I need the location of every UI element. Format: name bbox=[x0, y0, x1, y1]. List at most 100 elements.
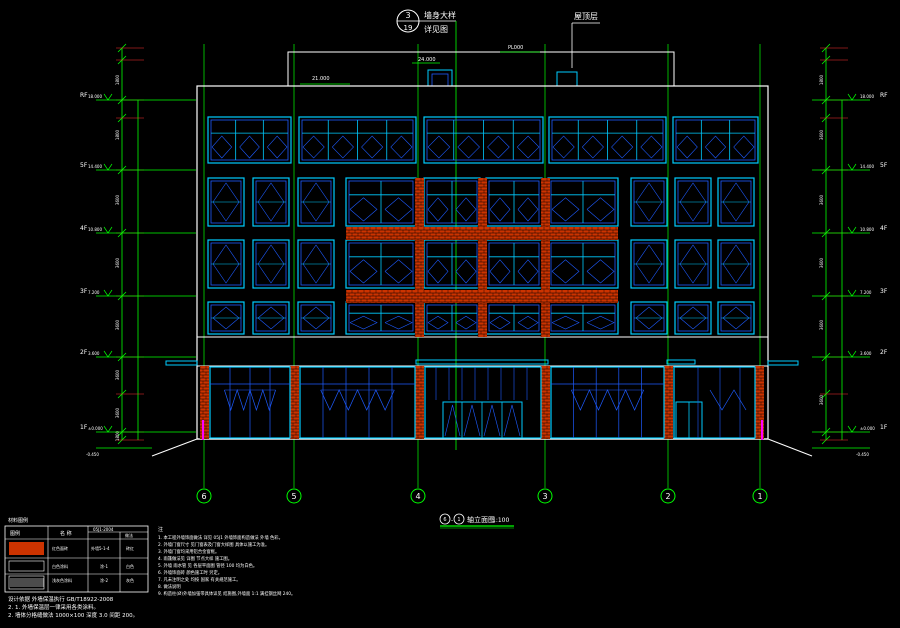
dim-value: 3600 bbox=[115, 407, 120, 418]
brick-band bbox=[414, 178, 424, 337]
title-axis-to: 1 bbox=[457, 517, 460, 523]
legend-swatch-white bbox=[8, 560, 45, 572]
rooftop: PL000 24.000 21.000 bbox=[287, 45, 675, 87]
window bbox=[485, 177, 543, 227]
ground-level: -0.450 bbox=[856, 452, 869, 457]
storefront bbox=[209, 366, 756, 439]
axis-label: 1 bbox=[757, 492, 762, 501]
dim-value: 3600 bbox=[115, 319, 120, 330]
window bbox=[548, 116, 667, 164]
level-name: 3F bbox=[880, 288, 888, 295]
window bbox=[423, 116, 544, 164]
main-entrance bbox=[424, 366, 542, 439]
window bbox=[674, 177, 712, 227]
level-value: 18.000 bbox=[860, 94, 874, 99]
dim-value: 3600 bbox=[115, 369, 120, 380]
bottom-note: 2. 1. 外墙保温层一律采用各类涂料。 bbox=[8, 603, 99, 611]
note-item: 1. 本工程外墙饰面做法 详见 05J1 外墙饰面构造做法 外墙 色彩。 bbox=[158, 534, 283, 541]
level-value: ±0.000 bbox=[860, 426, 875, 431]
legend-ref: 05J1-2004 bbox=[93, 527, 114, 532]
note-item: 5. 外墙 雨水管 见 各层平面图 管径 100 均为白色。 bbox=[158, 562, 257, 569]
callout-label-1: 墙身大样 bbox=[424, 10, 456, 20]
roof-top-level: 24.000 bbox=[418, 57, 436, 63]
window bbox=[345, 177, 417, 227]
level-name: 5F bbox=[880, 162, 888, 169]
window bbox=[630, 301, 668, 335]
drawing-title: 6 - 1 轴立面图 1:100 bbox=[439, 513, 514, 529]
legend-row2-code: 涂-1 bbox=[100, 563, 108, 569]
callout-index: 3 bbox=[405, 11, 410, 20]
window bbox=[297, 301, 335, 335]
window bbox=[630, 239, 668, 289]
legend-col-2: 名 称 bbox=[60, 530, 72, 537]
dim-value: 3600 bbox=[819, 319, 824, 330]
window bbox=[423, 301, 481, 335]
window bbox=[252, 177, 290, 227]
dim-value: 1800 bbox=[819, 74, 824, 85]
legend-row1-name: 红色面砖 bbox=[52, 545, 68, 551]
window bbox=[297, 177, 335, 227]
level-name: 4F bbox=[880, 225, 888, 232]
level-value: ±0.000 bbox=[88, 426, 103, 431]
legend-row3-code: 涂-2 bbox=[100, 577, 108, 583]
level-value: 3.600 bbox=[88, 351, 100, 356]
legend-header: 材料图例 bbox=[8, 517, 28, 524]
roof-callout: 屋顶层 bbox=[571, 12, 600, 68]
note-item: 7. 凡未注明之处 均按 国家 有关规范施工。 bbox=[158, 576, 241, 583]
legend-row2-note: 白色 bbox=[126, 563, 134, 569]
axis-label: 3 bbox=[542, 492, 547, 501]
dim-value: 1800 bbox=[115, 74, 120, 85]
window bbox=[547, 239, 619, 289]
note-item: 4. 雨篷做法见 详图 节点大样 施工图。 bbox=[158, 555, 232, 562]
storefront-bay bbox=[550, 366, 665, 439]
brick-band bbox=[477, 178, 487, 337]
notes: 注 1. 本工程外墙饰面做法 详见 05J1 外墙饰面构造做法 外墙 色彩。2.… bbox=[158, 526, 295, 597]
window bbox=[717, 301, 755, 335]
window bbox=[630, 177, 668, 227]
axis-bubble bbox=[537, 488, 553, 504]
dim-value: 3600 bbox=[115, 194, 120, 205]
legend-row1-code: 外墙5-1-4 bbox=[91, 545, 110, 551]
window bbox=[485, 301, 543, 335]
level-value: 14.400 bbox=[860, 164, 874, 169]
note-item: 2. 外墙门窗尺寸 见门窗表及门窗大样图 具体以施工为准。 bbox=[158, 541, 269, 548]
window bbox=[674, 239, 712, 289]
level-value: 10.800 bbox=[860, 227, 874, 232]
level-name: 2F bbox=[80, 349, 88, 356]
window bbox=[423, 177, 481, 227]
legend-swatch-hatch bbox=[8, 575, 45, 590]
storefront-bay bbox=[209, 366, 291, 439]
window bbox=[297, 239, 335, 289]
level-value: 18.000 bbox=[88, 94, 102, 99]
window bbox=[717, 177, 755, 227]
level-value: 10.800 bbox=[88, 227, 102, 232]
window bbox=[547, 177, 619, 227]
ground-level: -0.450 bbox=[86, 452, 99, 457]
legend-row1-note: 砖红 bbox=[126, 545, 134, 551]
level-name: 1F bbox=[80, 424, 88, 431]
axis-bubble bbox=[196, 488, 212, 504]
legend-row3-note: 灰色 bbox=[126, 577, 134, 583]
brick-band bbox=[414, 366, 424, 439]
dim-value: 3600 bbox=[115, 257, 120, 268]
axis-label: 4 bbox=[415, 492, 420, 501]
material-legend: 材料图例 图例 名 称 05J1-2004 做法 红色面砖 外墙5-1-4 砖红… bbox=[4, 517, 149, 593]
brick-cladding bbox=[199, 178, 764, 440]
parapet-level: 21.000 bbox=[312, 76, 330, 82]
level-name: RF bbox=[80, 92, 88, 99]
legend-row2-name: 白色涂料 bbox=[52, 563, 68, 569]
axis-label: 2 bbox=[665, 492, 670, 501]
window bbox=[485, 239, 543, 289]
window bbox=[547, 301, 619, 335]
level-value: 14.400 bbox=[88, 164, 102, 169]
notes-title: 注 bbox=[158, 526, 163, 533]
note-item: 6. 外墙饰面砖 颜色施工时 另定。 bbox=[158, 569, 222, 576]
axis-label: 5 bbox=[291, 492, 296, 501]
legend-col-1: 图例 bbox=[10, 530, 20, 537]
dim-value: 1800 bbox=[115, 430, 120, 441]
storefront-bay bbox=[673, 366, 756, 439]
window bbox=[207, 116, 292, 164]
brick-band bbox=[289, 366, 299, 439]
callout-sheet: 19 bbox=[404, 24, 413, 32]
